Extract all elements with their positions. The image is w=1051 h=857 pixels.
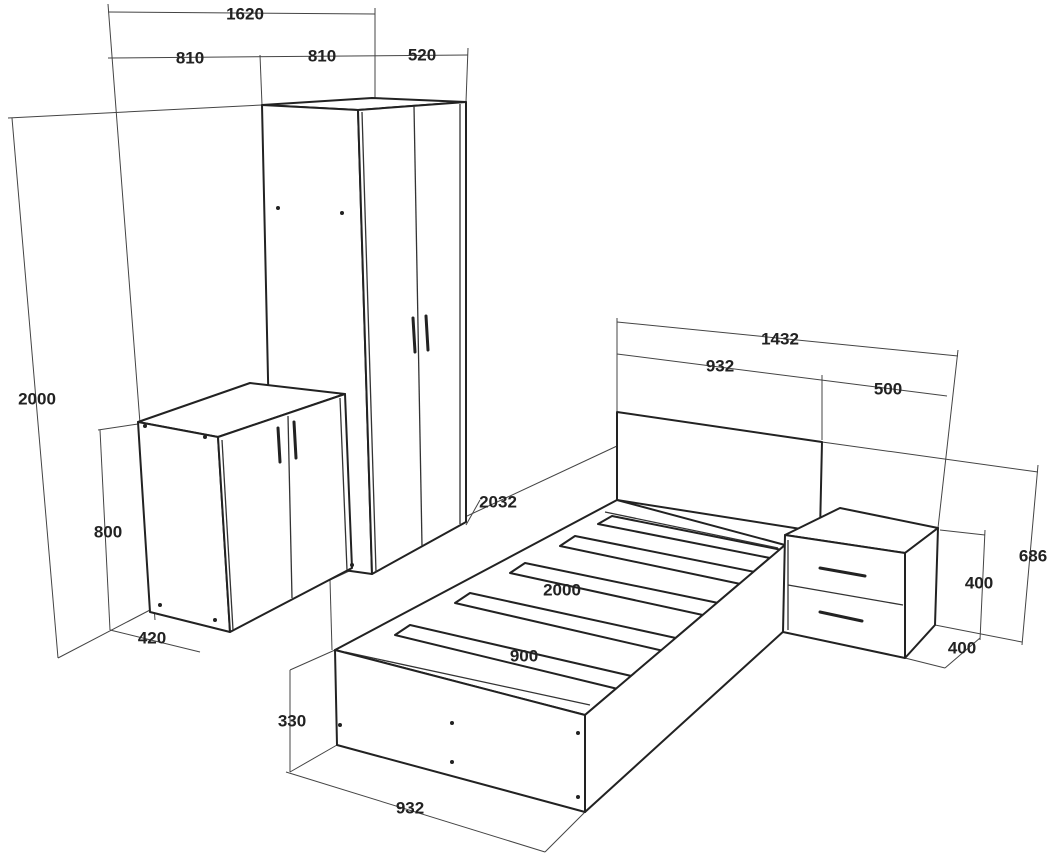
label-nightstand-offset: 500	[874, 379, 902, 398]
dimension-lines	[7, 3, 1039, 853]
label-bed-inner-length: 2000	[543, 580, 581, 599]
label-wardrobe-right-width: 810	[308, 46, 336, 65]
label-bed-headboard-total: 1432	[761, 329, 799, 348]
label-nightstand-depth: 400	[948, 638, 976, 657]
bed-slats	[344, 511, 783, 706]
label-bed-outer-width: 932	[396, 798, 424, 817]
cabinet	[137, 382, 354, 633]
label-cabinet-depth: 420	[138, 628, 166, 647]
label-bed-frame-height: 330	[278, 711, 306, 730]
label-cabinet-height: 800	[94, 522, 122, 541]
label-wardrobe-left-width: 810	[176, 48, 204, 67]
label-wardrobe-total-width: 1620	[226, 4, 264, 23]
nightstand	[782, 507, 939, 659]
label-bed-inner-width: 900	[510, 646, 538, 665]
label-bed-headboard-width: 932	[706, 356, 734, 375]
label-nightstand-height: 400	[965, 573, 993, 592]
dimension-labels: 1620 810 810 520 2000 800 420 2032 1432 …	[18, 4, 1047, 817]
label-nightstand-top-height: 686	[1019, 546, 1047, 565]
bed	[334, 411, 823, 813]
label-wardrobe-height: 2000	[18, 389, 56, 408]
label-bed-total-length: 2032	[479, 492, 517, 511]
label-wardrobe-depth: 520	[408, 45, 436, 64]
